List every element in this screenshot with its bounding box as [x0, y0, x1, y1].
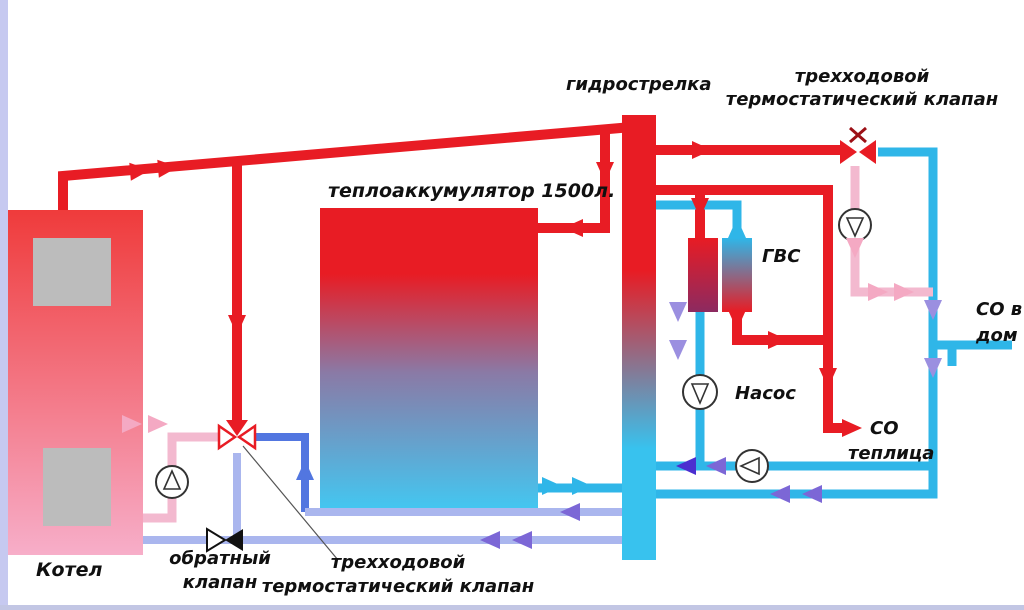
page-left-edge [0, 0, 8, 610]
flow-arrow [228, 315, 246, 335]
flow-arrow [924, 358, 942, 378]
flow-arrow [728, 218, 746, 238]
label-check-valve-line2: клапан [183, 572, 258, 593]
gvs-exchanger-primary [688, 238, 718, 312]
flow-arrow [157, 158, 179, 178]
label-check-valve-line1: обратный [169, 548, 271, 569]
label-top-valve-line1: трехходовой [795, 66, 930, 87]
pipe-tank-supply [538, 128, 610, 233]
flow-arrow [669, 340, 687, 360]
pump-greenhouse-icon [735, 449, 769, 483]
flow-arrow [706, 457, 726, 475]
flow-arrow [596, 162, 614, 182]
hydraulic-separator [622, 115, 656, 560]
pipe-house-main-and-return [654, 147, 938, 499]
label-top-valve-line2: термостатический клапан [726, 89, 998, 110]
pipe-boiler-supply [58, 122, 633, 212]
flow-arrow [148, 415, 168, 433]
flow-arrow [868, 283, 888, 301]
flow-arrow [563, 219, 583, 237]
boiler-window-top [33, 238, 111, 306]
flow-arrow [676, 457, 696, 475]
flow-arrow [802, 485, 822, 503]
pump-top-valve-icon [838, 208, 872, 242]
leader-line-bottom-valve [242, 445, 339, 561]
label-house-line1: СО в [976, 299, 1022, 320]
pipe-mixing-valve-cold-in [253, 433, 309, 512]
label-bottom-valve-line1: трехходовой [331, 552, 466, 573]
flow-arrow [842, 419, 862, 437]
label-boiler: Котел [36, 559, 102, 581]
label-heat-accumulator: теплоаккумулятор 1500л. [328, 180, 615, 202]
flow-arrow [296, 460, 314, 480]
flow-arrow [819, 368, 837, 388]
pump-boiler-loop-icon [155, 465, 189, 499]
heat-accumulator-tank [320, 208, 538, 508]
flow-arrow [768, 331, 788, 349]
label-bottom-valve-line2: термостатический клапан [262, 576, 534, 597]
label-gvs: ГВС [762, 246, 801, 267]
page-bottom-edge [0, 605, 1024, 610]
check-valve-icon [206, 527, 243, 553]
label-pump: Насос [735, 383, 796, 404]
flow-arrow [480, 531, 500, 549]
flow-arrow [894, 283, 914, 301]
flow-arrow [770, 485, 790, 503]
flow-arrow [512, 531, 532, 549]
flow-arrow [560, 503, 580, 521]
three-way-valve-top-icon [840, 126, 876, 164]
boiler-window-bottom [43, 448, 111, 526]
flow-arrow [728, 310, 746, 330]
three-way-valve-boiler-icon [217, 420, 257, 451]
pump-gvs-icon [682, 374, 718, 410]
flow-arrow [692, 141, 712, 159]
flow-arrow [924, 300, 942, 320]
pipe-greenhouse-supply [654, 185, 850, 433]
flow-arrow [846, 238, 864, 258]
label-greenhouse-line2: теплица [848, 443, 934, 464]
flow-arrow [669, 302, 687, 322]
label-house-line2: дом [975, 325, 1018, 346]
label-hydraulic-separator: гидрострелка [566, 74, 712, 95]
label-greenhouse-line1: СО [870, 418, 899, 439]
pipe-gvs-hot-out [732, 310, 828, 345]
pipe-house-branch [933, 340, 1012, 366]
gvs-exchanger-secondary [722, 238, 752, 312]
